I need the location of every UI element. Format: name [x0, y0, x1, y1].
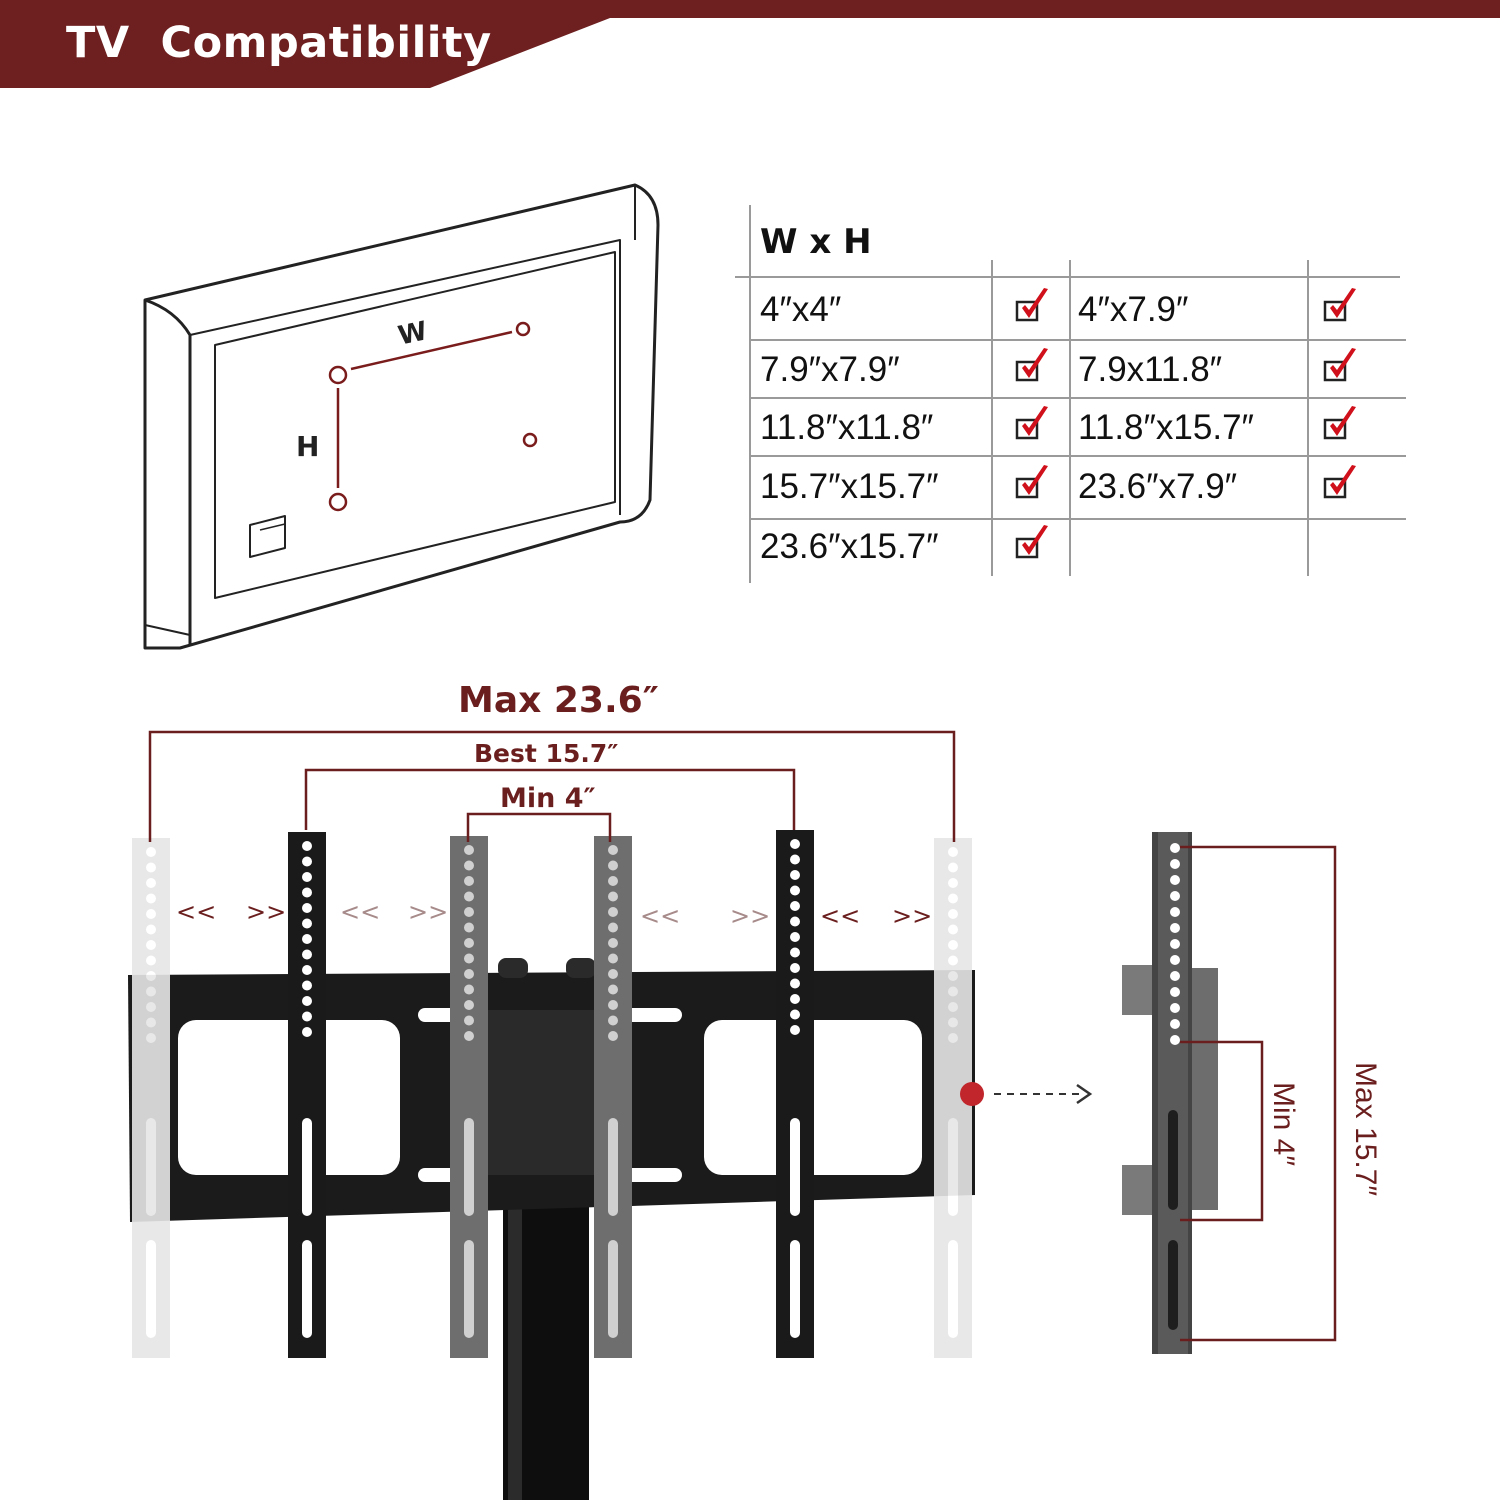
check-icon — [1323, 465, 1356, 499]
bracket-arm — [594, 836, 632, 1358]
arrow-right-4: >> — [892, 902, 933, 930]
tv-frame-bevel — [144, 298, 192, 645]
table-cell-size: 7.9″x7.9″ — [760, 350, 900, 389]
min-width-label: Min 4″ — [500, 783, 596, 814]
arrow-left-4: << — [820, 902, 861, 930]
table-cell-size: 4″x4″ — [760, 290, 842, 329]
banner-title: TV Compatibility — [66, 18, 492, 68]
check-icon — [1323, 348, 1356, 382]
table-cell-size: 23.6″x7.9″ — [1078, 467, 1238, 506]
width-dimension-line — [350, 330, 513, 371]
min-width-bracket — [466, 812, 612, 842]
banner-shape — [0, 0, 1500, 88]
side-min-label: Min 4″ — [1267, 1082, 1300, 1166]
arrow-left-2: << — [340, 898, 381, 926]
table-header: W x H — [760, 222, 872, 262]
table-cell-size: 11.8″x15.7″ — [1078, 408, 1254, 447]
mount-bracket-diagram — [128, 730, 1337, 1500]
mount-plate — [128, 958, 975, 1222]
bracket-arm — [288, 832, 326, 1358]
tv-width-label: W — [396, 316, 430, 351]
tv-height-label: H — [296, 430, 319, 463]
arrow-left-1: << — [176, 898, 217, 926]
side-view-marker — [960, 1082, 984, 1106]
vesa-hole-top-left — [328, 365, 348, 385]
side-max-bracket — [1180, 845, 1337, 1342]
max-width-bracket — [148, 730, 956, 842]
side-min-bracket — [1180, 1040, 1264, 1222]
table-cell-size: 7.9x11.8″ — [1078, 350, 1223, 389]
tv-inner-panel — [214, 251, 616, 599]
vesa-hole-bottom-right — [522, 432, 538, 448]
check-icon — [1015, 406, 1048, 440]
check-icon — [1015, 465, 1048, 499]
tv-outer-frame — [143, 183, 660, 650]
table-cell-size: 15.7″x15.7″ — [760, 467, 939, 506]
check-icon — [1323, 288, 1356, 322]
arrow-right-1: >> — [246, 898, 287, 926]
table-cell-size: 4″x7.9″ — [1078, 290, 1189, 329]
table-cell-size: 23.6″x15.7″ — [760, 527, 939, 566]
arrow-right-2: >> — [408, 898, 449, 926]
best-width-label: Best 15.7″ — [474, 739, 619, 768]
bracket-arm — [132, 838, 170, 1358]
side-view-bracket — [1122, 832, 1218, 1354]
compatibility-table-grid — [735, 205, 1406, 583]
arrow-left-3: << — [640, 902, 681, 930]
arrow-right-3: >> — [730, 902, 771, 930]
table-cell-size: 11.8″x11.8″ — [760, 408, 934, 447]
check-icon — [1015, 288, 1048, 322]
tv-back-diagram: W H — [143, 183, 660, 650]
vesa-hole-top-right — [515, 321, 531, 337]
vesa-hole-bottom-left — [328, 492, 348, 512]
tv-port-icon — [249, 515, 286, 558]
bracket-arm — [776, 830, 814, 1358]
bracket-arm — [450, 836, 488, 1358]
check-icon — [1015, 525, 1048, 559]
check-icon — [1323, 406, 1356, 440]
max-width-label: Max 23.6″ — [458, 680, 659, 721]
best-width-bracket — [304, 768, 796, 830]
side-max-label: Max 15.7″ — [1349, 1062, 1382, 1197]
header-banner: TV Compatibility — [0, 0, 1500, 90]
check-icon — [1015, 348, 1048, 382]
